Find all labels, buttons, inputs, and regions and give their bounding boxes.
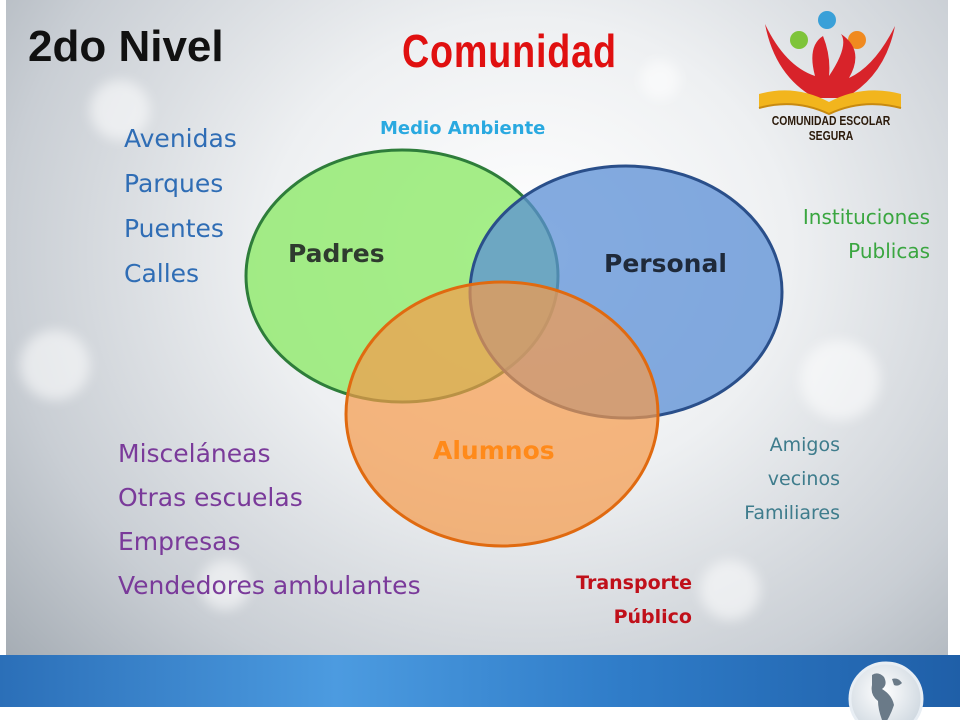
list-item: Empresas xyxy=(118,527,241,556)
school-logo xyxy=(758,11,902,116)
logo-figure-orange-head xyxy=(848,31,866,49)
list-infraestructura: Avenidas Parques Puentes Calles xyxy=(124,116,237,296)
label-line: Familiares xyxy=(744,502,840,524)
logo-figure-red-arms xyxy=(765,24,895,98)
list-item: Puentes xyxy=(124,214,224,243)
globe-icon xyxy=(848,661,924,720)
slide-frame-right xyxy=(948,0,960,655)
list-item: Parques xyxy=(124,169,224,198)
label-instituciones-publicas: Instituciones Publicas xyxy=(764,200,930,268)
footer-bar xyxy=(0,655,960,707)
logo-figure-green-head xyxy=(790,31,808,49)
label-line: Amigos xyxy=(769,434,840,456)
label-line: Instituciones xyxy=(802,205,930,229)
label-transporte-publico: Transporte Público xyxy=(540,566,692,634)
label-amigos-vecinos: Amigos vecinos Familiares xyxy=(700,428,840,530)
venn-circle-alumnos xyxy=(344,280,660,548)
label-line: vecinos xyxy=(767,468,840,490)
label-line: Transporte xyxy=(576,572,692,594)
main-title: Comunidad xyxy=(402,25,617,77)
list-item: Avenidas xyxy=(124,124,237,153)
venn-label-alumnos: Alumnos xyxy=(433,436,555,465)
logo-book xyxy=(759,90,901,114)
logo-text: COMUNIDAD ESCOLAR SEGURA xyxy=(771,113,891,143)
list-item: Calles xyxy=(124,259,200,288)
level-title: 2do Nivel xyxy=(28,22,224,71)
list-comercios: Misceláneas Otras escuelas Empresas Vend… xyxy=(118,432,421,608)
list-item: Misceláneas xyxy=(118,439,271,468)
venn-label-personal: Personal xyxy=(604,249,727,278)
venn-label-padres: Padres xyxy=(288,239,385,268)
slide-frame-left xyxy=(0,0,6,655)
label-line: Publicas xyxy=(848,239,930,263)
list-item: Vendedores ambulantes xyxy=(118,571,421,600)
list-item: Otras escuelas xyxy=(118,483,303,512)
logo-figure-blue-head xyxy=(818,11,836,29)
label-line: Público xyxy=(613,606,692,628)
footer-bottom-strip xyxy=(0,707,960,720)
label-medio-ambiente: Medio Ambiente xyxy=(380,118,546,139)
